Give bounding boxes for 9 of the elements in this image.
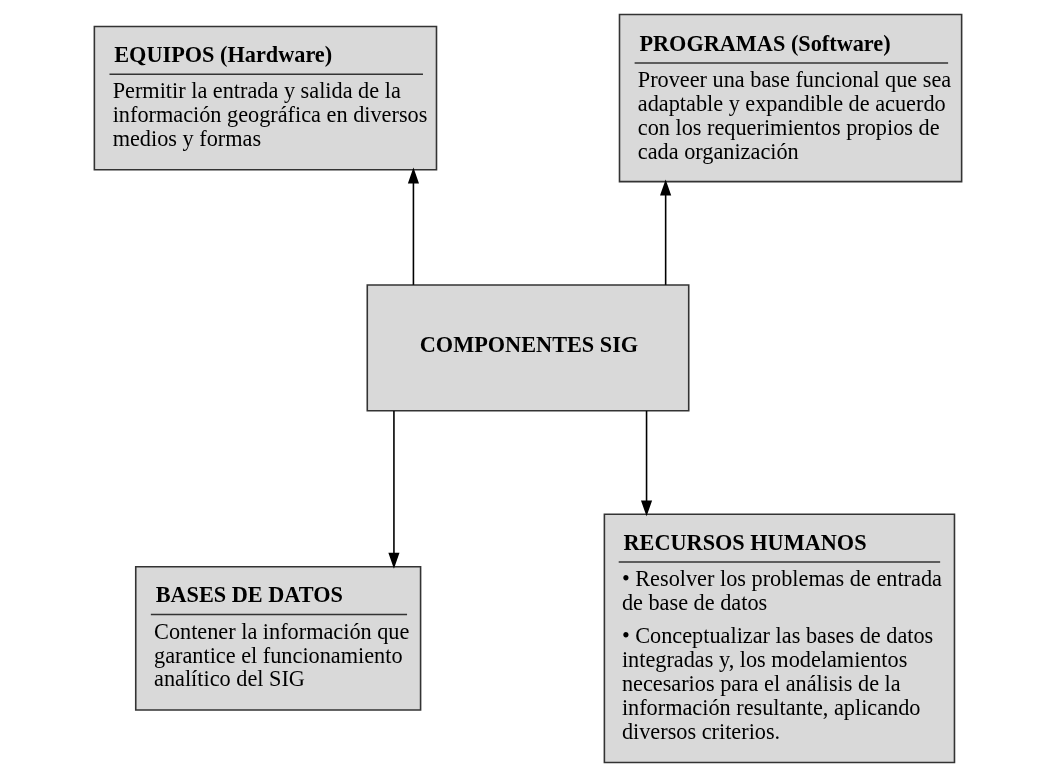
node-box: EQUIPOS (Hardware) Permitir la entrada y salida de la información geográfica en diversos medios y formas [93,25,437,171]
arrow [640,410,652,517]
node-box: COMPONENTES SIG [366,284,689,412]
arrow [387,410,399,569]
arrow [659,179,671,286]
node-box: PROGRAMAS (Software) Proveer una base funcional que sea adaptable y expandible de acuerdo con los requerimientos propios de cada organización [618,13,962,183]
node-box: RECURSOS HUMANOS • Resolver los problemas de entrada de base de datos • Conceptualizar las bases de datos integradas y, los modelamientos necesarios para el análisis de la información resultante, aplicando diversos criterios. [603,513,955,764]
arrow [407,167,419,286]
node-box: BASES DE DATOS Contener la información que garantice el funcionamiento analítico del SIG [134,565,421,711]
